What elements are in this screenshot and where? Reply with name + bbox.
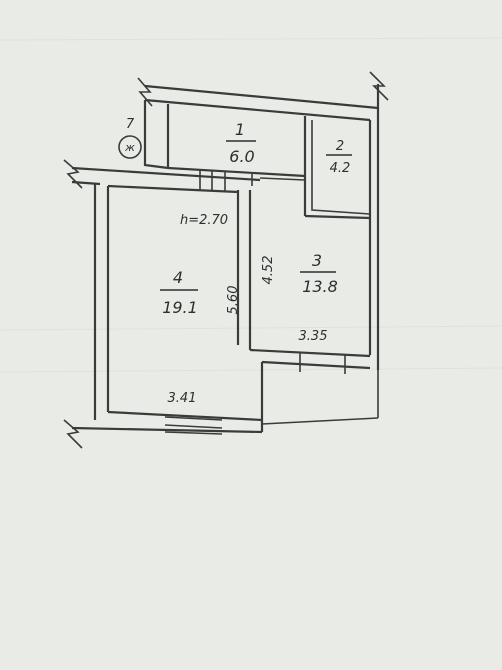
room-area: 13.8: [302, 277, 338, 296]
outer-walls: [63, 71, 389, 449]
room-area: 4.2: [330, 161, 351, 176]
room-2: 2 4.2: [326, 139, 352, 176]
room-1: 1 6.0: [226, 120, 256, 166]
stair-marker: 7 ж: [118, 117, 142, 159]
room-area: 6.0: [229, 147, 254, 166]
room-4: 4 19.1: [160, 268, 198, 317]
room-number: 3: [312, 251, 322, 270]
room-number: 2: [336, 139, 344, 154]
stair-label: ж: [124, 141, 135, 154]
room3-depth: 4.52: [261, 256, 276, 285]
room-area: 19.1: [162, 298, 198, 317]
room-3: 3 13.8: [300, 251, 338, 296]
room4-width: 3.41: [168, 391, 197, 406]
dimensions: h=2.70 5.60 4.52 3.41 3.35: [168, 213, 328, 406]
interior-walls: [107, 116, 379, 432]
room4-depth: 5.60: [226, 286, 241, 315]
room-number: 4: [173, 268, 183, 287]
room-number: 1: [235, 120, 245, 139]
ceiling-height: h=2.70: [180, 213, 228, 228]
stair-number: 7: [126, 117, 135, 132]
room3-width: 3.35: [299, 329, 328, 344]
